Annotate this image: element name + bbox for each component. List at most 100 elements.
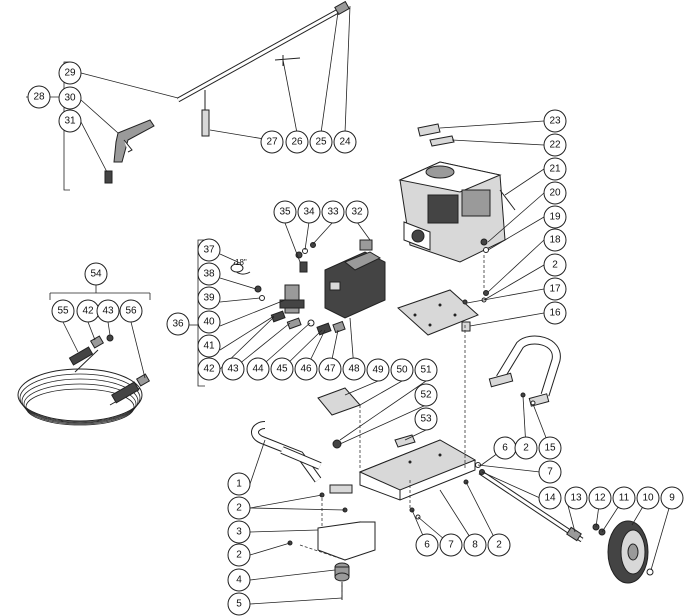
callout-label-32: 32 bbox=[351, 207, 363, 218]
callout-2-a[interactable]: 2 bbox=[543, 253, 567, 277]
callout-54[interactable]: 54 bbox=[84, 262, 108, 286]
callout-33[interactable]: 33 bbox=[321, 200, 345, 224]
callout-label-40: 40 bbox=[203, 317, 215, 328]
callout-24[interactable]: 24 bbox=[333, 130, 357, 154]
engine-tags-art bbox=[417, 123, 455, 147]
callout-50[interactable]: 50 bbox=[390, 358, 414, 382]
callout-18[interactable]: 18 bbox=[543, 228, 567, 252]
callout-40[interactable]: 40 bbox=[197, 310, 221, 334]
callout-47[interactable]: 47 bbox=[318, 357, 342, 381]
callout-6-a[interactable]: 6 bbox=[493, 436, 517, 460]
callout-2-c[interactable]: 2 bbox=[227, 543, 251, 567]
callout-49[interactable]: 49 bbox=[366, 358, 390, 382]
callout-44[interactable]: 44 bbox=[246, 357, 270, 381]
callout-8[interactable]: 8 bbox=[463, 533, 487, 557]
callout-label-51: 51 bbox=[420, 365, 432, 376]
callout-41[interactable]: 41 bbox=[197, 334, 221, 358]
callout-48[interactable]: 48 bbox=[342, 357, 366, 381]
callout-16[interactable]: 16 bbox=[543, 301, 567, 325]
callout-label-55: 55 bbox=[57, 306, 69, 317]
callout-label-6-a: 6 bbox=[502, 443, 508, 454]
trigger-gun-art bbox=[104, 119, 155, 184]
callout-28[interactable]: 28 bbox=[27, 85, 51, 109]
callout-37[interactable]: 37 bbox=[197, 238, 221, 262]
callout-label-44: 44 bbox=[252, 364, 264, 375]
callout-35[interactable]: 35 bbox=[273, 200, 297, 224]
callout-13[interactable]: 13 bbox=[564, 486, 588, 510]
callout-label-11: 11 bbox=[619, 493, 630, 504]
callout-14[interactable]: 14 bbox=[538, 486, 562, 510]
callout-27[interactable]: 27 bbox=[260, 130, 284, 154]
callout-26[interactable]: 26 bbox=[285, 130, 309, 154]
callout-2-d[interactable]: 2 bbox=[514, 436, 538, 460]
callout-7-a[interactable]: 7 bbox=[538, 460, 562, 484]
callout-label-14: 14 bbox=[544, 493, 556, 504]
callout-20[interactable]: 20 bbox=[543, 181, 567, 205]
callout-42-a[interactable]: 42 bbox=[76, 299, 100, 323]
callout-label-53: 53 bbox=[420, 414, 432, 425]
pump-fittings-art bbox=[270, 310, 346, 336]
callout-30[interactable]: 30 bbox=[58, 86, 82, 110]
callout-11[interactable]: 11 bbox=[612, 486, 636, 510]
callout-23[interactable]: 23 bbox=[543, 109, 567, 133]
callout-39[interactable]: 39 bbox=[197, 286, 221, 310]
callout-label-16: 16 bbox=[549, 308, 561, 319]
callout-label-7-b: 7 bbox=[448, 540, 454, 551]
callout-45[interactable]: 45 bbox=[270, 357, 294, 381]
callout-label-43-b: 43 bbox=[227, 364, 239, 375]
callout-label-6-b: 6 bbox=[424, 540, 430, 551]
callout-label-4: 4 bbox=[236, 575, 242, 586]
callout-32[interactable]: 32 bbox=[345, 200, 369, 224]
callout-3[interactable]: 3 bbox=[227, 520, 251, 544]
callout-label-41: 41 bbox=[203, 341, 215, 352]
callout-15[interactable]: 15 bbox=[538, 436, 562, 460]
callout-43-b[interactable]: 43 bbox=[221, 357, 245, 381]
callout-4[interactable]: 4 bbox=[227, 568, 251, 592]
callout-10[interactable]: 10 bbox=[636, 486, 660, 510]
callout-label-19: 19 bbox=[549, 212, 561, 223]
callout-5[interactable]: 5 bbox=[227, 592, 251, 616]
callout-label-8: 8 bbox=[472, 540, 478, 551]
callout-label-52: 52 bbox=[420, 390, 432, 401]
callout-21[interactable]: 21 bbox=[543, 157, 567, 181]
callout-31[interactable]: 31 bbox=[58, 109, 82, 133]
callout-7-b[interactable]: 7 bbox=[439, 533, 463, 557]
callout-label-24: 24 bbox=[339, 137, 351, 148]
assembly-guides bbox=[299, 255, 485, 600]
callout-label-56: 56 bbox=[125, 306, 137, 317]
callout-53[interactable]: 53 bbox=[414, 407, 438, 431]
callout-43-a[interactable]: 43 bbox=[96, 299, 120, 323]
callout-55[interactable]: 55 bbox=[51, 299, 75, 323]
callout-42-b[interactable]: 42 bbox=[197, 357, 221, 381]
callout-label-2-a: 2 bbox=[552, 260, 558, 271]
callout-38[interactable]: 38 bbox=[197, 262, 221, 286]
callout-52[interactable]: 52 bbox=[414, 383, 438, 407]
callout-6-b[interactable]: 6 bbox=[415, 533, 439, 557]
callout-22[interactable]: 22 bbox=[543, 133, 567, 157]
callout-34[interactable]: 34 bbox=[297, 200, 321, 224]
callout-1[interactable]: 1 bbox=[227, 472, 251, 496]
callout-25[interactable]: 25 bbox=[309, 130, 333, 154]
callout-56[interactable]: 56 bbox=[119, 299, 143, 323]
callout-2-b[interactable]: 2 bbox=[227, 496, 251, 520]
hose-length-note: 18" bbox=[235, 258, 247, 267]
callout-17[interactable]: 17 bbox=[543, 277, 567, 301]
pump-art bbox=[324, 239, 386, 319]
callout-36[interactable]: 36 bbox=[166, 312, 190, 336]
callout-label-17: 17 bbox=[549, 284, 561, 295]
callout-9[interactable]: 9 bbox=[660, 486, 684, 510]
callout-label-39: 39 bbox=[203, 293, 215, 304]
callout-2-e[interactable]: 2 bbox=[487, 533, 511, 557]
callout-51[interactable]: 51 bbox=[414, 358, 438, 382]
callout-46[interactable]: 46 bbox=[294, 357, 318, 381]
callout-label-23: 23 bbox=[549, 116, 561, 127]
callout-29[interactable]: 29 bbox=[58, 61, 82, 85]
callout-19[interactable]: 19 bbox=[543, 205, 567, 229]
callout-label-42-b: 42 bbox=[203, 364, 215, 375]
callout-label-30: 30 bbox=[64, 93, 76, 104]
callout-label-37: 37 bbox=[203, 245, 215, 256]
callout-label-33: 33 bbox=[327, 207, 339, 218]
handle-left-art bbox=[251, 421, 353, 494]
callout-12[interactable]: 12 bbox=[588, 486, 612, 510]
